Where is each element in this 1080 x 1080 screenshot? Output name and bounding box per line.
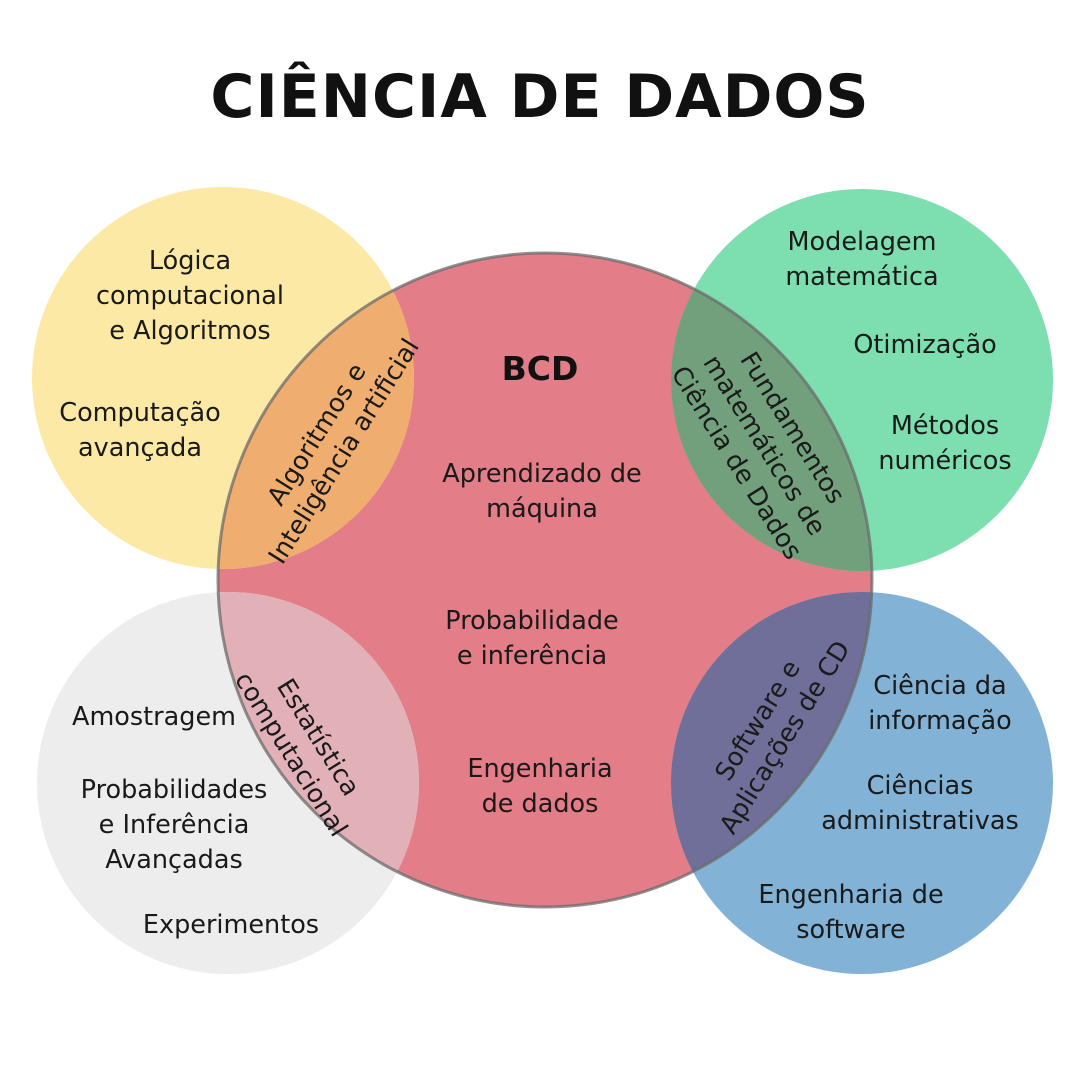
green-item: matemática [785,262,938,292]
yellow-item: Computação [59,398,220,428]
center-item: Engenharia [467,754,612,784]
center-item: Aprendizado de [442,459,641,489]
center-item: de dados [482,789,599,819]
grey-item: e Inferência [99,810,250,840]
diagram-title: CIÊNCIA DE DADOS [210,60,869,132]
grey-item: Experimentos [143,910,319,940]
center-item: máquina [486,494,598,524]
yellow-item: e Algoritmos [109,316,270,346]
center-label: BCD [502,349,579,388]
yellow-item: Lógica [149,246,231,276]
yellow-item: avançada [78,433,202,463]
center-circle-outline [216,251,874,909]
green-item: numéricos [878,446,1011,476]
green-item: Métodos [891,411,999,441]
blue-item: Ciências [867,771,974,801]
green-item: Otimização [853,330,996,360]
center-item: Probabilidade [445,606,618,636]
blue-item: Ciência da [873,671,1006,701]
center-item: e inferência [457,641,607,671]
yellow-item: computacional [96,281,284,311]
blue-item: informação [868,706,1012,736]
blue-item: software [796,915,906,945]
blue-item: Engenharia de [758,880,943,910]
blue-item: administrativas [821,806,1018,836]
grey-item: Amostragem [72,702,236,732]
grey-item: Avançadas [105,845,243,875]
green-item: Modelagem [788,227,937,257]
grey-item: Probabilidades [81,775,268,805]
